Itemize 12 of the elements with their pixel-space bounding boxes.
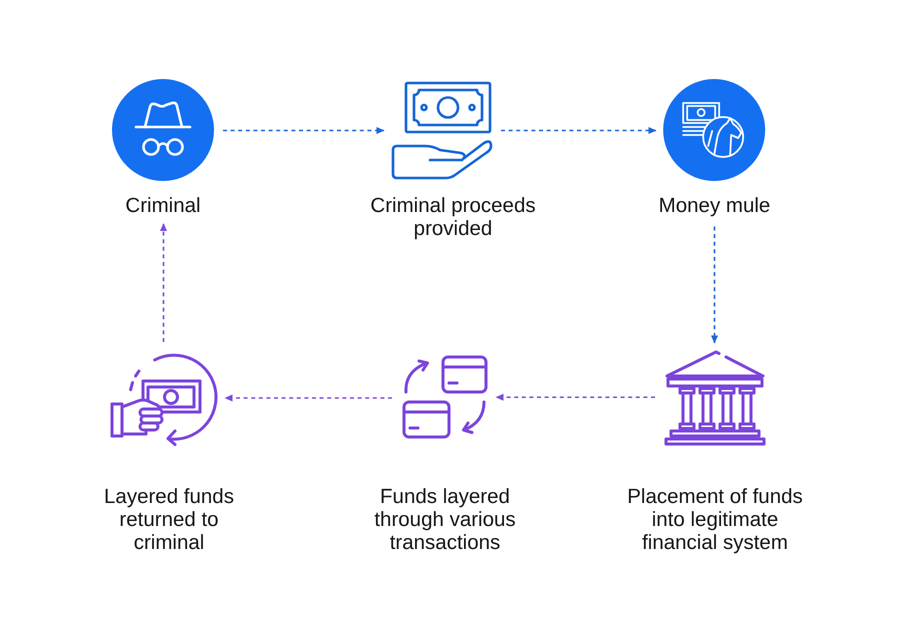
dashed-arrow bbox=[711, 226, 718, 344]
node-label: Layered funds returned to criminal bbox=[103, 484, 235, 554]
dashed-arrow bbox=[224, 394, 392, 402]
node-label: Funds layered through various transactions bbox=[373, 484, 517, 554]
node-label: Criminal proceeds provided bbox=[369, 194, 537, 240]
node-label: Money mule bbox=[658, 194, 770, 216]
dashed-arrow bbox=[496, 394, 655, 401]
node-label: Criminal bbox=[125, 194, 201, 216]
node-label: Placement of funds into legitimate financial system bbox=[626, 484, 804, 554]
dashed-arrow bbox=[501, 127, 656, 134]
dashed-arrow bbox=[223, 127, 384, 134]
dashed-arrow bbox=[160, 223, 167, 342]
